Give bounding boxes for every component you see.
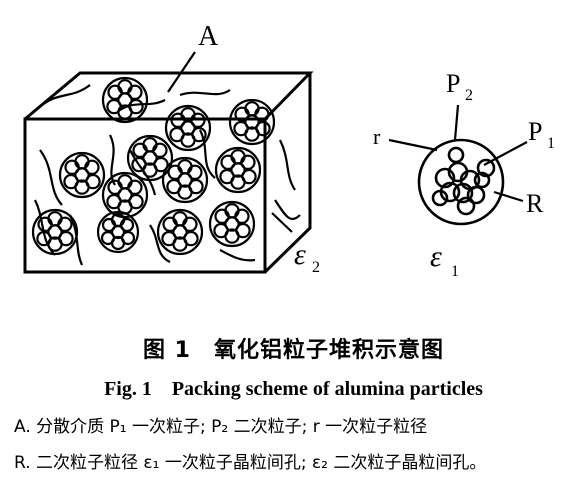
single-secondary-particle [417,138,505,226]
primary-particle [177,159,193,175]
label-A: A [198,21,219,52]
label-P1-sub: 1 [547,135,555,152]
primary-particle [230,174,246,190]
secondary-particle [214,146,262,194]
secondary-particle [101,171,149,219]
secondary-particle [228,98,276,146]
primary-particle [172,211,188,227]
primary-particle [452,182,474,204]
primary-particle [224,228,240,244]
label-R: R [526,189,544,218]
secondary-particle [31,208,79,256]
primary-particle [110,235,126,251]
primary-particle-p2 [447,146,465,164]
primary-particle [74,179,90,195]
primary-particle [117,79,133,95]
legend-line-1: A. 分散介质 P₁ 一次粒子; P₂ 二次粒子; r 一次粒子粒径 [14,417,428,437]
primary-particle [47,236,63,252]
primary-particle [142,162,158,178]
primary-particle [47,211,63,227]
primary-particle [431,189,449,207]
primary-particle [230,149,246,165]
secondary-particle [96,210,140,254]
secondary-particle [156,208,204,256]
label-epsilon2-sub: 2 [312,259,320,276]
label-r: r [373,124,381,149]
primary-particle [110,212,126,228]
secondary-particle [126,134,174,182]
figure-caption-chinese: 图 1 氧化铝粒子堆积示意图 [143,338,444,363]
primary-particle [74,154,90,170]
secondary-particles [31,76,276,256]
primary-particle [434,167,456,189]
primary-particle [244,126,260,142]
label-epsilon1-sub: 1 [451,263,459,280]
primary-particle [177,184,193,200]
primary-particle-p1 [476,158,496,178]
secondary-particle [164,104,212,152]
dispersion-medium-block [23,71,314,274]
primary-particle [224,203,240,219]
legend-line-2: R. 二次粒子粒径 ε₁ 一次粒子晶粒间孔; ε₂ 二次粒子晶粒间孔。 [14,453,487,473]
secondary-particle [208,200,256,248]
label-epsilon2: ε [294,238,306,271]
primary-particle [142,137,158,153]
primary-particle [180,132,196,148]
primary-particle [473,171,491,189]
primary-particle [456,196,476,216]
leader-lines [167,51,528,233]
primary-particle [172,236,188,252]
primary-particle [180,107,196,123]
primary-particle [466,185,486,205]
label-epsilon1: ε [430,240,442,273]
label-P2: P [446,69,460,98]
figure-caption-english: Fig. 1 Packing scheme of alumina particl… [104,378,483,400]
secondary-particle [58,151,106,199]
label-P2-sub: 2 [465,87,473,104]
secondary-particle [101,76,149,124]
primary-particle [117,104,133,120]
primary-particle [244,101,260,117]
primary-particle [117,174,133,190]
packing-diagram: A ε 2 P 2 P 1 r R ε 1 [23,21,555,280]
medium-filaments [34,84,301,266]
label-P1: P [528,117,542,146]
secondary-particle [161,156,209,204]
